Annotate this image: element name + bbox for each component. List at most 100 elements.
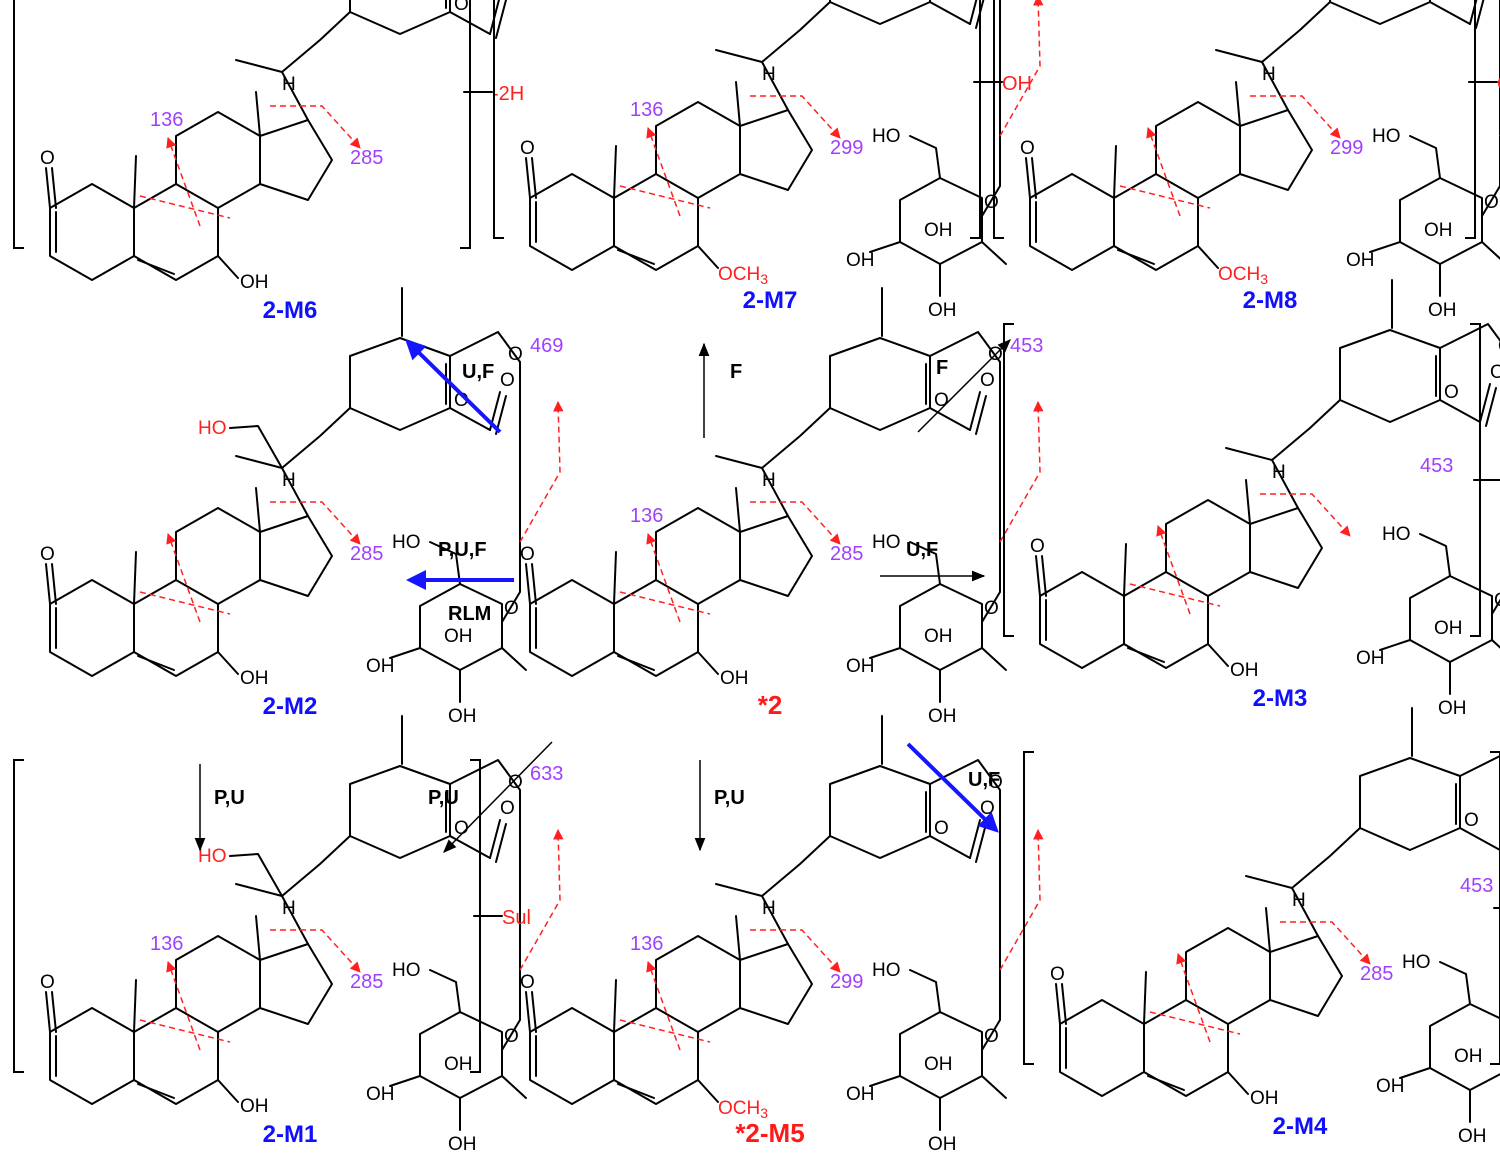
sugar-hydroxyl: OH — [928, 300, 957, 321]
conjugate-bracket: OH — [493, 0, 1032, 239]
fragmentation-marks — [619, 0, 1044, 217]
stereo-hydrogen: H — [1272, 462, 1286, 483]
ether-oxygen: O — [508, 344, 523, 365]
conjugate-bracket: Sul — [13, 759, 531, 1073]
sugar-hydroxyl: HO — [872, 532, 901, 553]
fragment-mass: 136 — [150, 933, 183, 955]
fragmentation-marks — [1129, 493, 1351, 615]
ketone-oxygen: O — [40, 148, 55, 169]
compound-label: *2 — [758, 690, 783, 720]
ketone-oxygen: O — [1050, 964, 1065, 985]
ketone-oxygen: O — [520, 972, 535, 993]
sugar-hydroxyl: HO — [872, 960, 901, 981]
reaction-arrow-to-m8: F — [917, 339, 1011, 433]
fragmentation-marks — [619, 400, 1044, 623]
hydroxyl-group: OH — [240, 1096, 269, 1117]
sugar-hydroxyl: OH — [1434, 618, 1463, 639]
compound-m7: OOOHOCH3OOHOOHOHOH136299467OH2-M7 — [493, 0, 1044, 321]
sugar-hydroxyl: OH — [924, 626, 953, 647]
sugar-hydroxyl: OH — [1458, 1126, 1487, 1147]
sugar-hydroxyl: OH — [448, 1134, 477, 1155]
hydroxyl-group: OH — [240, 272, 269, 293]
sugar-hydroxyl: OH — [924, 1054, 953, 1075]
sugar-hydroxyl: OH — [1428, 300, 1457, 321]
ring-oxygen: O — [984, 598, 999, 619]
sugar-hydroxyl: OH — [1454, 1046, 1483, 1067]
conjugate-bracket: OH — [993, 0, 1500, 239]
reaction-condition: RLM — [448, 603, 491, 625]
reaction-arrow-to-m6: U,F — [405, 339, 502, 434]
compound-m8: OOOHOCH3OOHOOHOHOH299467OH2-M8 — [993, 0, 1500, 321]
sugar-hydroxyl: HO — [392, 532, 421, 553]
methoxy-group: OCH3 — [718, 264, 768, 287]
fragment-mass: 453 — [1010, 335, 1043, 357]
fragment-mass: 299 — [1330, 137, 1363, 159]
side-chain-hydroxyl: HO — [198, 418, 227, 439]
sugar-hydroxyl: OH — [846, 1084, 875, 1105]
sugar-hydroxyl: OH — [928, 706, 957, 727]
fragment-mass: 285 — [350, 147, 383, 169]
ketone-oxygen: O — [40, 972, 55, 993]
lactone-oxygen: O — [934, 0, 949, 5]
fragment-mass: 633 — [530, 763, 563, 785]
hydroxyl-group: OH — [1250, 1088, 1279, 1109]
fragmentation-marks — [139, 105, 361, 227]
sugar-hydroxyl: OH — [1438, 698, 1467, 719]
compound-label: 2-M4 — [1273, 1113, 1328, 1140]
ether-oxygen: O — [1498, 336, 1500, 357]
ketone-oxygen: O — [1030, 536, 1045, 557]
reaction-arrow-to-m7: F — [698, 342, 742, 438]
reaction-condition: F — [936, 357, 948, 379]
fragment-mass: 285 — [830, 543, 863, 565]
compound-label: 2-M7 — [743, 287, 798, 314]
reaction-arrow-m2-to-m1: P,U — [194, 764, 245, 852]
fragment-mass: 136 — [630, 933, 663, 955]
ketone-oxygen: O — [520, 138, 535, 159]
reaction-condition: P,U — [214, 787, 245, 809]
reaction-arrow-to-m1: P,U — [428, 741, 553, 853]
reaction-condition: U,F — [906, 539, 938, 561]
fragmentation-marks — [619, 828, 1044, 1051]
carbonyl-oxygen: O — [980, 370, 995, 391]
lactone-oxygen: O — [1434, 0, 1449, 5]
ring-oxygen: O — [504, 1026, 519, 1047]
sugar-hydroxyl: OH — [1376, 1076, 1405, 1097]
carbonyl-oxygen: O — [500, 798, 515, 819]
sugar-hydroxyl: OH — [924, 220, 953, 241]
ketone-oxygen: O — [1020, 138, 1035, 159]
fragmentation-marks — [1149, 921, 1371, 1043]
carbonyl-oxygen: O — [1490, 362, 1500, 383]
stereo-hydrogen: H — [762, 64, 776, 85]
fragment-mass: 453 — [1460, 875, 1493, 897]
reaction-arrow-to-m3: U,F — [880, 539, 986, 582]
stereo-hydrogen: H — [282, 470, 296, 491]
fragment-mass: 469 — [530, 335, 563, 357]
stereo-hydrogen: H — [1262, 64, 1276, 85]
fragmentation-marks — [139, 400, 564, 623]
fragmentation-marks — [139, 828, 564, 1051]
sugar-hydroxyl: OH — [444, 1054, 473, 1075]
reaction-condition: F — [730, 361, 742, 383]
ether-oxygen: O — [988, 772, 1003, 793]
ring-oxygen: O — [984, 1026, 999, 1047]
compound-label: 2-M3 — [1253, 685, 1308, 712]
sugar-hydroxyl: OH — [444, 626, 473, 647]
fragment-mass: 285 — [350, 543, 383, 565]
lactone-oxygen: O — [454, 0, 469, 15]
sugar-hydroxyl: OH — [846, 250, 875, 271]
modification-label: -2H — [492, 83, 524, 105]
steroid-core: OOOHOHOH — [40, 0, 507, 293]
compound-label: *2-M5 — [735, 1118, 804, 1148]
compound-m4: OOOHOHOOHOOHOHOH285453617GluA2-M4 — [1023, 707, 1500, 1147]
modification-label: OH — [1002, 73, 1032, 95]
